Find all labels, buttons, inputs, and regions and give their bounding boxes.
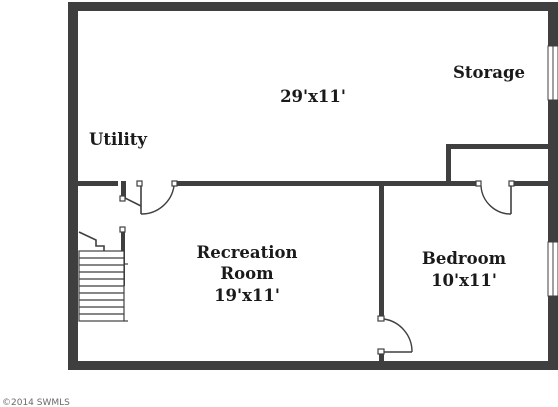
- interior-wall-vertical-bottom: [379, 350, 384, 361]
- interior-wall-horizontal-center: [176, 181, 476, 186]
- copyright-text: ©2014 SWMLS: [2, 398, 70, 407]
- outer-wall-top: [68, 2, 558, 11]
- upper-dimensions-label: 29'x11': [280, 87, 346, 106]
- outer-wall-right-mid: [548, 100, 558, 242]
- door-recreation-bedroom: [377, 315, 413, 355]
- interior-wall-horizontal-right: [512, 181, 548, 186]
- recreation-room-dimensions: 19'x11': [214, 286, 280, 305]
- utility-label: Utility: [89, 130, 147, 149]
- outer-wall-right-top: [548, 2, 558, 46]
- interior-wall-vertical: [379, 186, 384, 318]
- interior-wall-horizontal-left: [78, 181, 118, 186]
- recreation-room-label-line2: Room: [220, 264, 274, 283]
- outer-wall-bottom: [68, 361, 558, 370]
- recreation-room-label-line1: Recreation: [196, 243, 297, 262]
- bedroom-dimensions: 10'x11': [431, 271, 497, 290]
- outer-wall-right-bottom: [548, 296, 558, 370]
- outer-wall-left: [68, 2, 78, 370]
- staircase: [78, 231, 128, 322]
- storage-label: Storage: [453, 63, 525, 82]
- door-bedroom: [475, 180, 515, 215]
- utility-door-wall: [121, 181, 126, 199]
- window-bedroom: [547, 241, 558, 297]
- window-storage: [547, 45, 558, 101]
- bedroom-label: Bedroom: [422, 249, 507, 268]
- closet-wall-top: [446, 144, 548, 149]
- door-stair: [119, 195, 142, 233]
- door-utility: [136, 180, 178, 215]
- closet-wall-left: [446, 144, 451, 186]
